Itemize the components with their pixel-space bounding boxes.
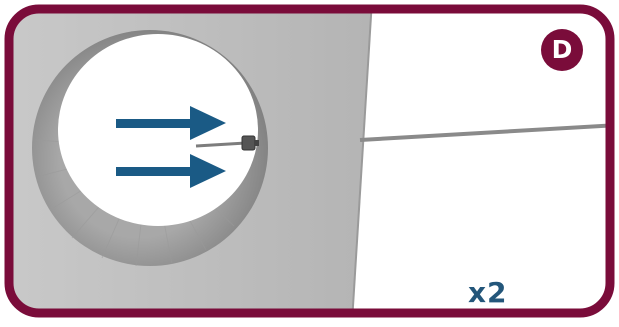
board-edge (351, 9, 373, 313)
connector-end (254, 140, 259, 146)
arrow-icon-bottom (116, 154, 226, 188)
connector-plug (241, 135, 256, 151)
frame-border (4, 4, 615, 318)
cable-tip (195, 141, 247, 148)
hole-opening (58, 34, 258, 226)
arrow-icon-top (116, 106, 226, 140)
step-badge-label: D (551, 35, 573, 64)
step-badge-circle (541, 29, 583, 71)
cable (359, 123, 610, 142)
quantity-label: x2 (468, 276, 508, 309)
